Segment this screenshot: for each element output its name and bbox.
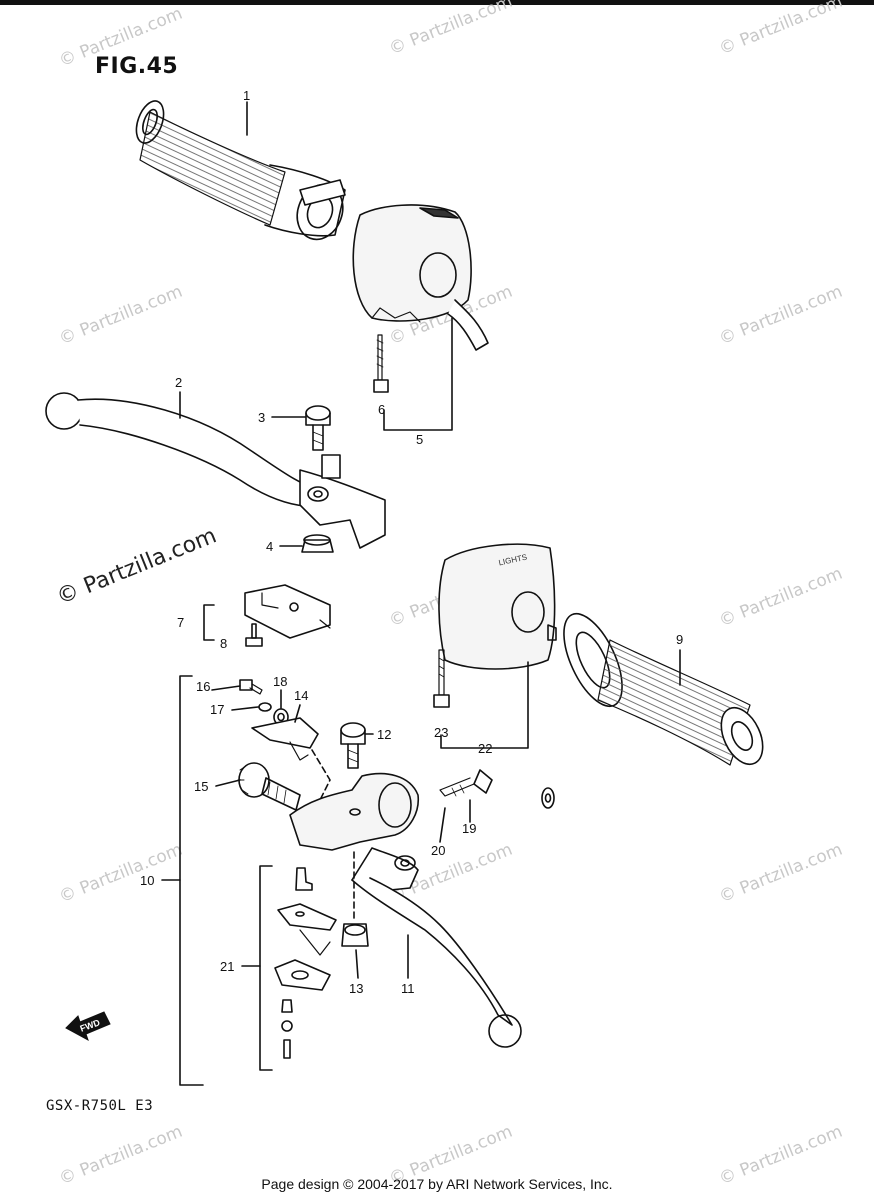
clutch-adjuster: [237, 762, 301, 811]
bracket-line: [179, 675, 204, 1086]
callout-22: 22: [478, 741, 492, 756]
washer-20: [541, 787, 555, 809]
bracket-line: [383, 317, 453, 431]
callout-3: 3: [258, 410, 265, 425]
screw-16: [239, 679, 263, 695]
bracket-line: [203, 604, 215, 641]
clutch-lever-holder: [289, 772, 420, 851]
callout-4: 4: [266, 539, 273, 554]
clutch-lever-nut: [341, 923, 369, 947]
figure-title: FIG.45: [95, 54, 179, 79]
callout-19: 19: [462, 821, 476, 836]
leader-line: [355, 949, 359, 979]
bracket-line: [440, 661, 529, 749]
callout-23: 23: [434, 725, 448, 740]
callout-8: 8: [220, 636, 227, 651]
clutch-switch-bracket: [251, 717, 319, 761]
switch-screw: [373, 334, 389, 393]
clutch-lever: [351, 847, 522, 1048]
bracket-line: [259, 865, 273, 1071]
leader-line: [231, 706, 259, 711]
clamp-bolt: [439, 769, 493, 797]
leader-line: [211, 685, 241, 691]
top-border: [0, 0, 874, 5]
callout-16: 16: [196, 679, 210, 694]
clutch-switch-parts: [274, 867, 337, 1059]
callout-1: 1: [243, 88, 250, 103]
leader-line: [439, 807, 446, 843]
callout-20: 20: [431, 843, 445, 858]
callout-12: 12: [377, 727, 391, 742]
callout-7: 7: [177, 615, 184, 630]
callout-10: 10: [140, 873, 154, 888]
throttle-grip: [135, 100, 346, 241]
callout-21: 21: [220, 959, 234, 974]
washer-17: [258, 702, 272, 712]
callout-5: 5: [416, 432, 423, 447]
callout-11: 11: [401, 981, 415, 996]
model-code: GSX-R750L E3: [46, 1098, 154, 1114]
callout-18: 18: [273, 674, 287, 689]
lever-nut: [301, 534, 334, 553]
pivot-bolt: [305, 405, 331, 451]
callout-9: 9: [676, 632, 683, 647]
brake-lever: [45, 392, 386, 549]
callout-17: 17: [210, 702, 224, 717]
switch-screw-small: [245, 623, 263, 647]
clutch-pivot-bolt: [340, 722, 366, 769]
footer-copyright: Page design © 2004-2017 by ARI Network S…: [261, 1176, 613, 1192]
left-switch-screw: [433, 649, 450, 708]
callout-14: 14: [294, 688, 308, 703]
left-handlebar-switch: [438, 543, 557, 670]
leader-line: [215, 779, 241, 787]
brake-light-switch: [244, 584, 331, 639]
forward-arrow-icon: FWD: [65, 1011, 111, 1042]
callout-13: 13: [349, 981, 363, 996]
callout-15: 15: [194, 779, 208, 794]
right-handlebar-switch: [352, 204, 489, 351]
left-grip: [563, 612, 764, 766]
assembly-line: [311, 749, 331, 801]
callout-6: 6: [378, 402, 385, 417]
callout-2: 2: [175, 375, 182, 390]
leader-line: [294, 704, 301, 723]
